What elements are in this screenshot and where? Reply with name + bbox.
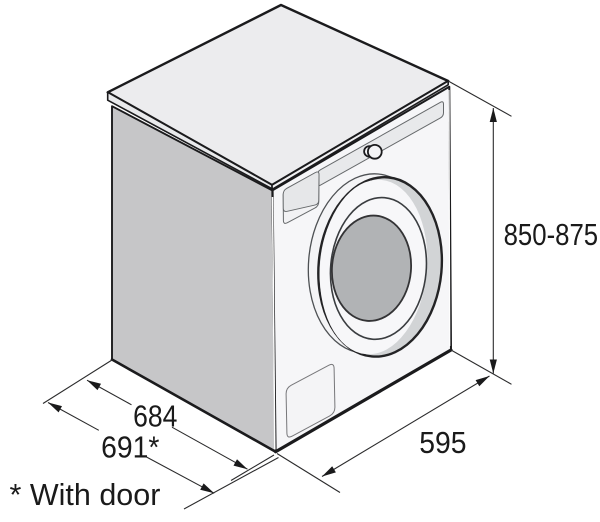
svg-text:684: 684 [133, 400, 177, 434]
svg-text:* With door: * With door [10, 478, 161, 512]
svg-text:850-875: 850-875 [504, 217, 599, 252]
svg-text:595: 595 [419, 426, 466, 460]
svg-text:691*: 691* [101, 431, 159, 465]
